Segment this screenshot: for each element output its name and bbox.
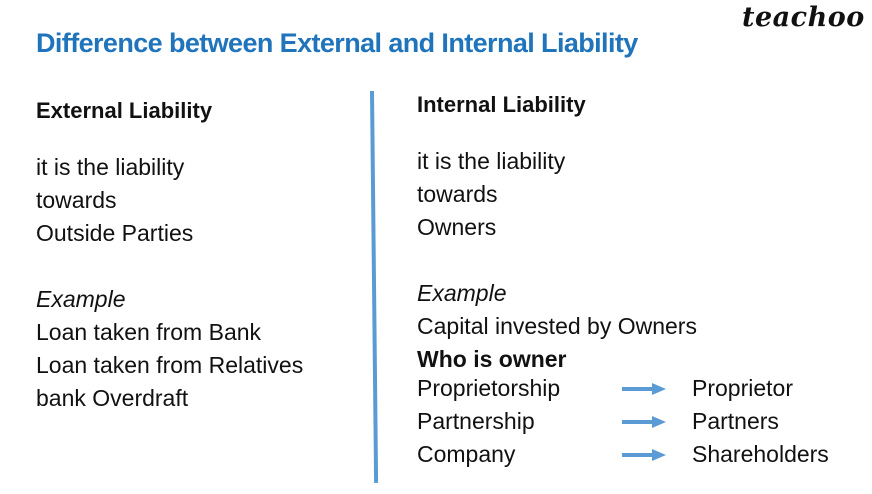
external-heading: External Liability <box>36 98 213 123</box>
teachoo-logo: teachoo <box>742 2 865 33</box>
owner-name: Partners <box>692 408 779 434</box>
arrow-right-icon <box>622 383 666 395</box>
internal-heading: Internal Liability <box>417 92 586 117</box>
spacer <box>417 244 697 277</box>
spacer <box>36 250 303 283</box>
internal-definition-line: Owners <box>417 214 497 240</box>
external-definition-line: Outside Parties <box>36 220 194 246</box>
external-definition-line: towards <box>36 187 117 213</box>
business-type: Partnership <box>417 408 535 434</box>
internal-definition-line: towards <box>417 181 498 207</box>
external-example-item: Loan taken from Relatives <box>36 352 304 378</box>
external-example-item: bank Overdraft <box>36 385 189 411</box>
arrow-right-icon <box>622 449 666 461</box>
owner-name: Proprietor <box>692 375 793 401</box>
page-title: Difference between External and Internal… <box>36 28 638 58</box>
business-type: Company <box>417 441 516 467</box>
internal-definition-line: it is the liability <box>417 148 566 174</box>
arrow-right-icon <box>622 416 666 428</box>
external-example-label: Example <box>36 286 126 312</box>
owner-name: Shareholders <box>692 441 829 467</box>
internal-example-item: Capital invested by Owners <box>417 313 697 339</box>
external-definition-line: it is the liability <box>36 154 185 180</box>
external-liability-column: External Liability it is the liability t… <box>36 94 303 415</box>
external-example-item: Loan taken from Bank <box>36 319 262 345</box>
who-is-owner-heading: Who is owner <box>417 346 567 372</box>
business-type: Proprietorship <box>417 375 561 401</box>
column-divider <box>370 90 379 483</box>
internal-example-label: Example <box>417 280 507 306</box>
internal-liability-column: Internal Liability it is the liability t… <box>417 88 697 376</box>
